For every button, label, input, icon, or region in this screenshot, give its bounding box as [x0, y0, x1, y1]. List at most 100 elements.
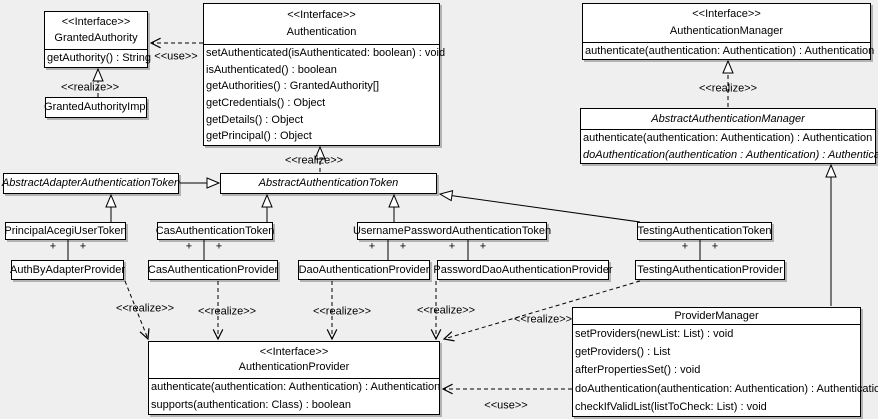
class-name: GrantedAuthority [54, 32, 138, 44]
class-name: CasAuthenticationProvider [147, 263, 279, 276]
class-authentication: <<Interface>> Authentication setAuthentica… [203, 3, 446, 146]
stereotype-edge-label: <<realize>> [513, 313, 573, 326]
class-header: TestingAuthenticationToken [637, 223, 772, 239]
multiplicity-label: + [711, 240, 719, 253]
class-header: PrincipalAcegiUserToken [4, 223, 127, 239]
class-header: DaoAuthenticationProvider [298, 261, 430, 279]
method: setProviders(newList: List) : void [575, 328, 734, 340]
class-abstract-authentication-manager: AbstractAuthenticationManager authenticat… [580, 108, 878, 164]
class-header: AbstractAuthenticationManager [581, 109, 875, 130]
class-granted-authority-impl: GrantedAuthorityImpl [44, 97, 148, 118]
stereotype-edge-label: <<realize>> [197, 305, 257, 318]
class-header: ProviderManager [573, 308, 860, 325]
class-header: <<Interface>> AuthenticationProvider [149, 342, 439, 379]
class-header: <<Interface>> Authentication [204, 4, 439, 45]
class-header: AuthByAdapterProvider [10, 261, 125, 279]
stereotype-edge-label: <<use>> [154, 50, 198, 63]
class-auth-by-adapter-provider: AuthByAdapterProvider [10, 260, 125, 280]
class-abstract-adapter-authentication-token: AbstractAdapterAuthenticationToken [1, 173, 181, 194]
method: doAuthentication(authentication: Authent… [575, 382, 878, 395]
method: getDetails() : Object [206, 113, 304, 126]
class-abstract-authentication-token: AbstractAuthenticationToken [220, 173, 437, 194]
multiplicity-label: + [49, 240, 57, 253]
class-header: PasswordDaoAuthenticationProvider [433, 261, 612, 279]
class-header: UsernamePasswordAuthenticationToken [353, 223, 551, 239]
class-name: AbstractAuthenticationToken [258, 177, 399, 189]
stereotype-label: <<Interface>> [259, 345, 329, 358]
multiplicity-label: + [399, 240, 407, 253]
class-name: TestingAuthenticationProvider [637, 263, 783, 276]
multiplicity-label: + [448, 240, 456, 253]
method: setAuthenticated(isAuthenticated: boolea… [206, 47, 446, 59]
class-header: GrantedAuthorityImpl [44, 98, 148, 117]
class-header: CasAuthenticationToken [155, 223, 275, 239]
class-name: CasAuthenticationToken [155, 224, 275, 237]
class-name: TestingAuthenticationToken [637, 224, 772, 237]
class-testing-authentication-provider: TestingAuthenticationProvider [635, 260, 785, 280]
stereotype-edge-label: <<realize>> [416, 304, 476, 317]
method: supports(authentication: Class) : boolea… [151, 398, 351, 411]
class-authentication-manager: <<Interface>> AuthenticationManager authen… [582, 3, 875, 60]
multiplicity-label: + [215, 240, 223, 253]
class-name: PasswordDaoAuthenticationProvider [433, 263, 613, 276]
multiplicity-label: + [79, 240, 87, 253]
class-header: <<Interface>> GrantedAuthority [45, 12, 147, 50]
class-name: GrantedAuthorityImpl [44, 101, 148, 113]
method: authenticate(authentication: Authenticat… [585, 45, 875, 57]
methods-compartment: authenticate(authentication: Authenticat… [583, 43, 875, 59]
stereotype-label: <<Interface>> [61, 16, 131, 28]
class-header: TestingAuthenticationProvider [636, 261, 784, 279]
class-name: ProviderManager [674, 309, 759, 322]
class-header: <<Interface>> AuthenticationManager [583, 4, 870, 43]
class-header: CasAuthenticationProvider [147, 261, 279, 279]
multiplicity-label: + [681, 240, 689, 253]
class-header: AbstractAdapterAuthenticationToken [1, 174, 181, 193]
methods-compartment: authenticate(authentication: Authenticat… [149, 379, 441, 414]
method: getAuthorities() : GrantedAuthority[] [206, 80, 380, 93]
generalization-connector-gen-testing-token [440, 194, 641, 223]
class-name: AuthByAdapterProvider [10, 263, 125, 276]
method: getCredentials() : Object [206, 96, 326, 109]
class-name: AbstractAdapterAuthenticationToken [1, 177, 181, 189]
method: afterPropertiesSet() : void [575, 364, 701, 377]
method: isAuthenticated() : boolean [206, 63, 337, 76]
class-name: PrincipalAcegiUserToken [4, 224, 127, 237]
class-name: Authentication [286, 26, 357, 38]
class-name: AuthenticationManager [669, 24, 784, 37]
method: authenticate(authentication: Authenticat… [151, 381, 441, 393]
class-granted-authority: <<Interface>> GrantedAuthority getAuthorit… [44, 11, 151, 68]
class-header: AbstractAuthenticationToken [221, 174, 436, 193]
multiplicity-label: + [185, 240, 193, 253]
stereotype-label: <<Interface>> [692, 8, 761, 21]
method: checkIfValidList(listToCheck: List) : vo… [575, 400, 767, 413]
method: doAuthentication(authentication : Authen… [583, 148, 878, 161]
class-name: DaoAuthenticationProvider [298, 263, 430, 276]
class-password-dao-authentication-provider: PasswordDaoAuthenticationProvider [433, 260, 613, 280]
method: getAuthority() : String [47, 52, 151, 64]
stereotype-edge-label: <<realize>> [312, 305, 372, 318]
class-name: AbstractAuthenticationManager [651, 112, 805, 125]
method: authenticate(authentication: Authenticat… [583, 132, 873, 144]
method: getPrincipal() : Object [206, 130, 312, 143]
class-testing-authentication-token: TestingAuthenticationToken [637, 222, 772, 240]
stereotype-edge-label: <<realize>> [60, 81, 120, 94]
class-cas-authentication-token: CasAuthenticationToken [155, 222, 275, 240]
class-cas-authentication-provider: CasAuthenticationProvider [148, 260, 278, 280]
class-provider-manager: ProviderManager setProviders(newList: Lis… [572, 307, 878, 417]
methods-compartment: authenticate(authentication: Authenticat… [581, 130, 878, 163]
stereotype-edge-label: <<realize>> [284, 154, 344, 167]
stereotype-label: <<Interface>> [287, 9, 356, 21]
class-name: AuthenticationProvider [238, 361, 350, 374]
class-authentication-provider: <<Interface>> AuthenticationProvider authe… [148, 341, 440, 415]
class-principal-acegi-user-token: PrincipalAcegiUserToken [4, 222, 127, 240]
class-name: UsernamePasswordAuthenticationToken [352, 224, 552, 237]
methods-compartment: setAuthenticated(isAuthenticated: boolea… [204, 45, 446, 145]
methods-compartment: getAuthority() : String [45, 50, 151, 67]
multiplicity-label: + [368, 240, 376, 253]
stereotype-edge-label: <<realize>> [698, 82, 758, 95]
stereotype-edge-label: <<realize>> [115, 302, 175, 315]
stereotype-edge-label: <<use>> [484, 399, 528, 412]
class-dao-authentication-provider: DaoAuthenticationProvider [298, 260, 430, 280]
